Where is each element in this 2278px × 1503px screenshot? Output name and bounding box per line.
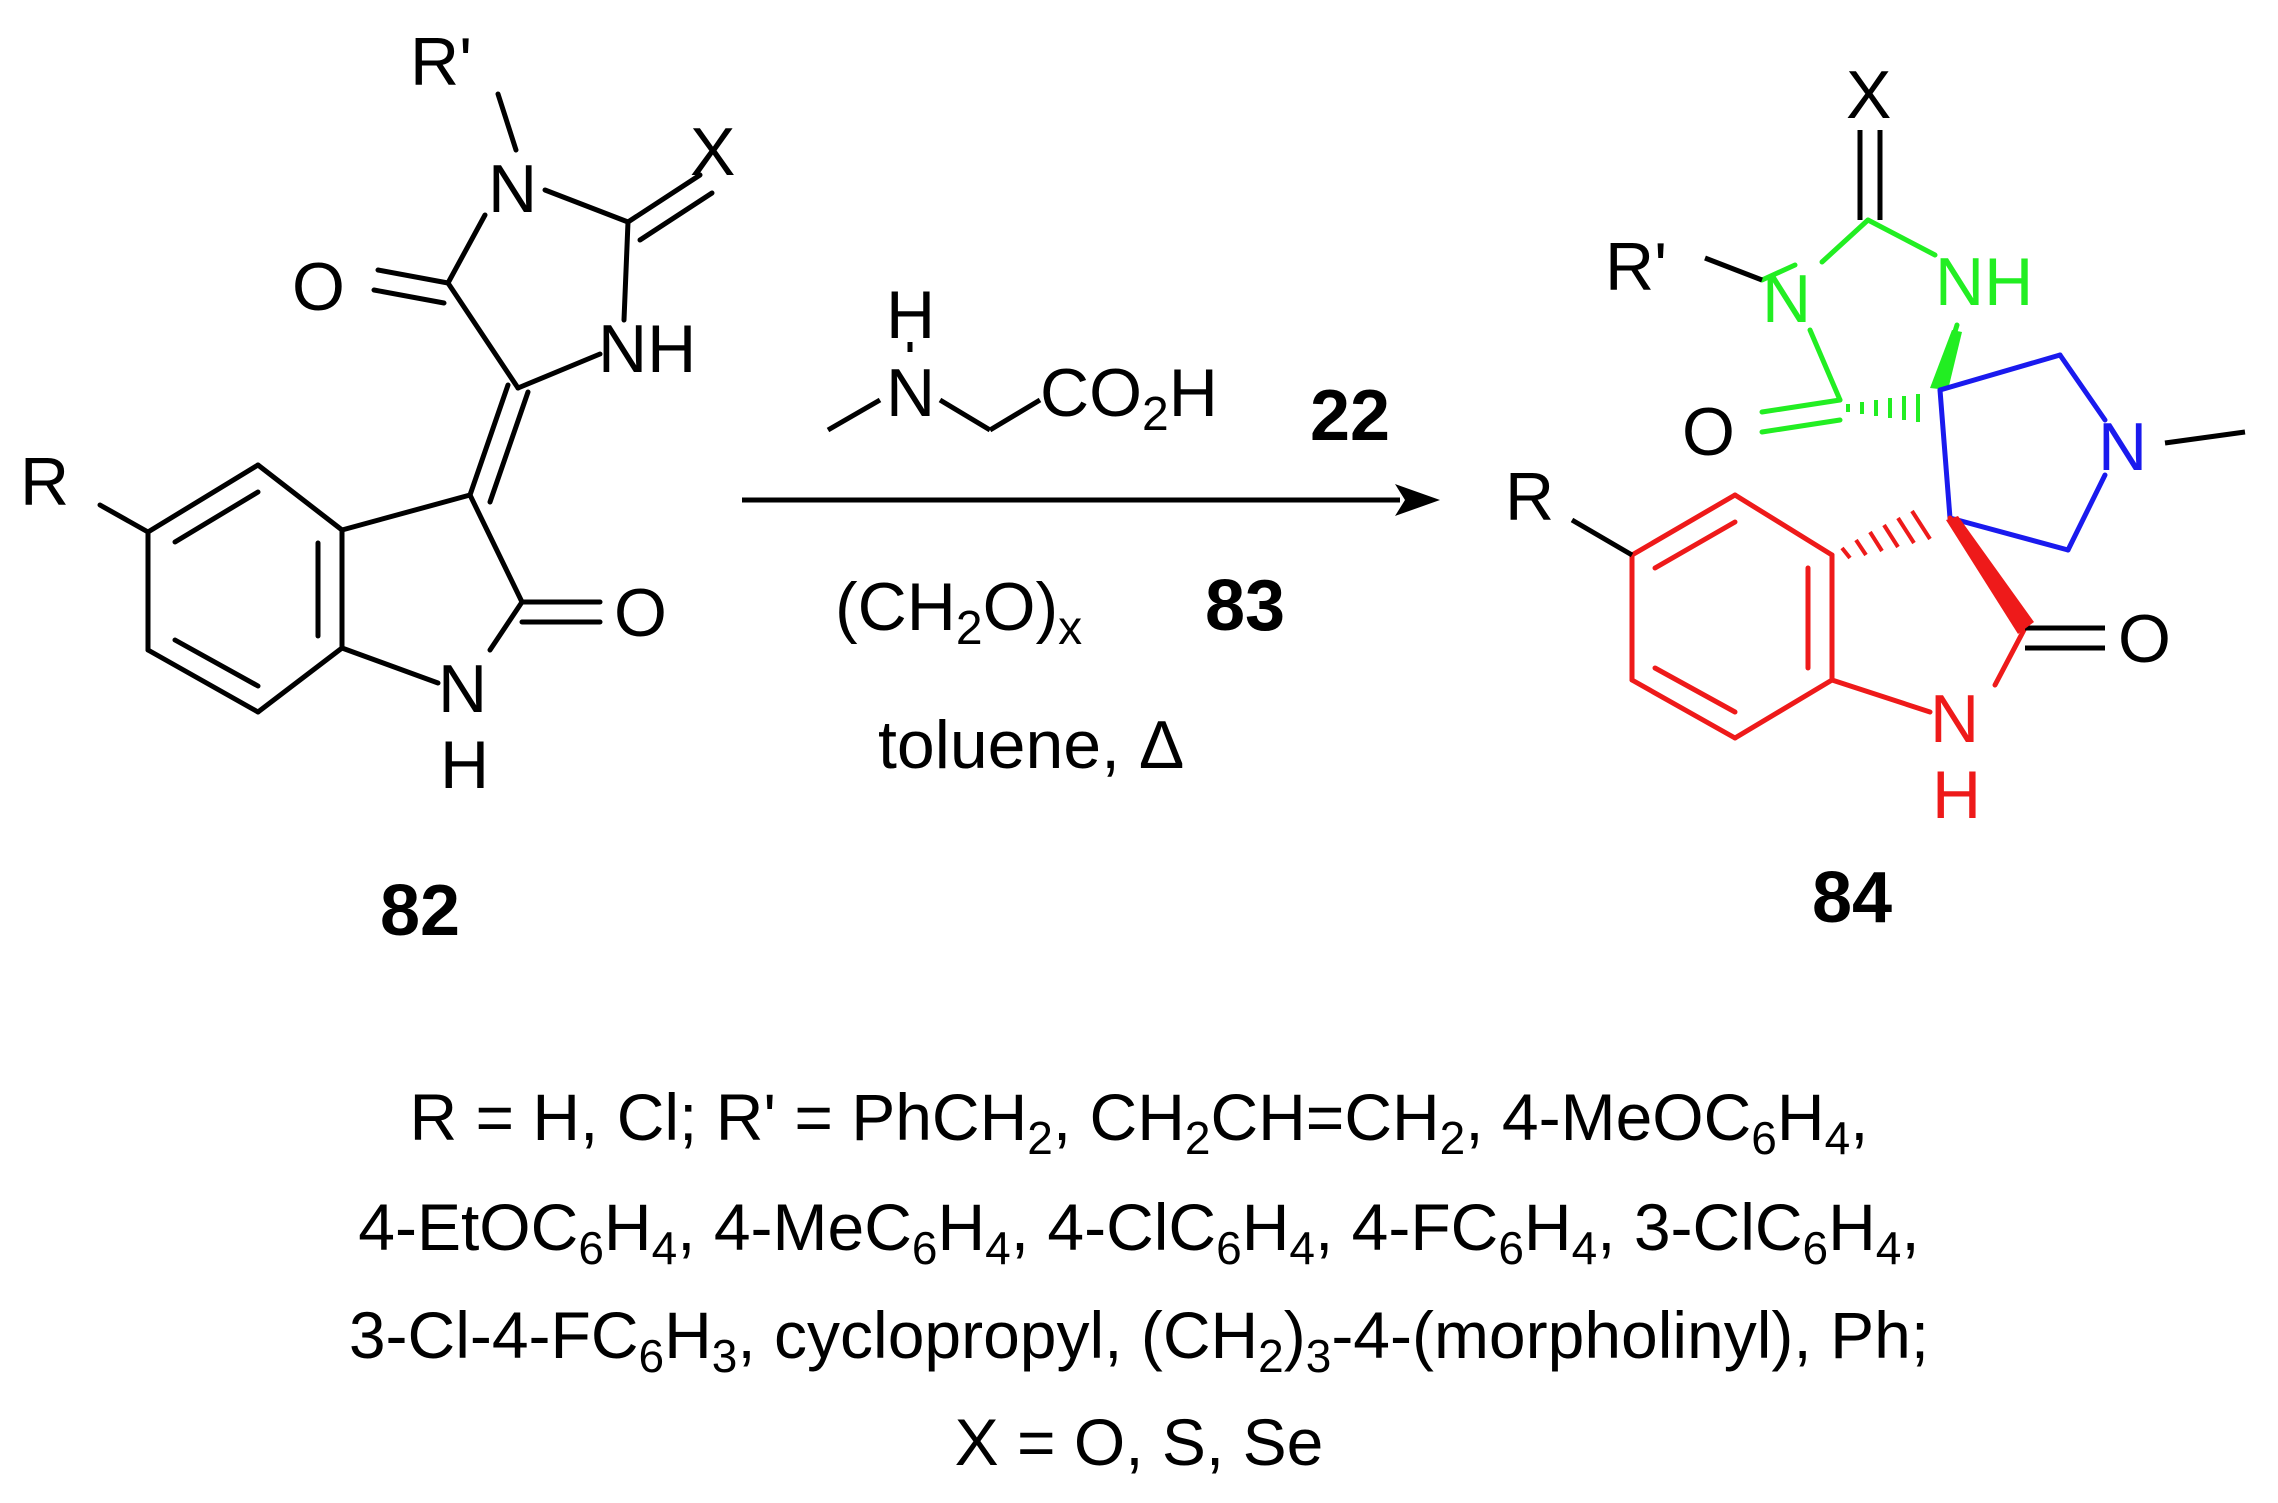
substituent-line-1: R = H, Cl; R' = PhCH2, CH2CH=CH2, 4-MeOC… xyxy=(410,1080,1869,1164)
sarcosine-n: N xyxy=(886,355,935,431)
product-thioxo-bond xyxy=(1704,130,2246,446)
o-lactam-label: O xyxy=(614,575,667,651)
substituent-segment: 4 xyxy=(985,1222,1011,1274)
paraformaldehyde: (CH2O)x xyxy=(835,569,1082,655)
substituent-line-3: 3-Cl-4-FC6H3, cyclopropyl, (CH2)3-4-(mor… xyxy=(349,1298,1929,1382)
product-n-pyrrolidine-label: N xyxy=(2098,409,2147,485)
compound-number-83: 83 xyxy=(1205,566,1285,646)
substituent-segment: 2 xyxy=(1258,1330,1284,1382)
substituent-segment: ) xyxy=(1284,1298,1306,1372)
n-lactam-label: N xyxy=(438,651,487,727)
sarcosine-h: H xyxy=(886,277,935,353)
substituent-segment: 4 xyxy=(1825,1112,1851,1164)
n-imide-label: N xyxy=(488,151,537,227)
product-r-label: R xyxy=(1505,459,1554,535)
product-lactam-carbonyl xyxy=(2025,625,2105,651)
reactant-82-labels: R R' X N O NH O N H 82 xyxy=(20,24,735,951)
substituent-segment: 2 xyxy=(1185,1112,1211,1164)
substituent-segment: 4 xyxy=(1876,1222,1902,1274)
product-hashed-wedge-red xyxy=(1840,509,1932,560)
substituent-segment: 6 xyxy=(1498,1222,1524,1274)
substituent-segment: 6 xyxy=(639,1330,665,1382)
substituent-segment: 6 xyxy=(1751,1112,1777,1164)
reagents-labels: H N CO2H 22 (CH2O)x 83 toluene, Δ xyxy=(835,277,1390,783)
h-lactam-label: H xyxy=(440,727,489,803)
product-bold-wedge-green xyxy=(1930,330,1962,390)
substituent-line-4: X = O, S, Se xyxy=(955,1405,1324,1479)
substituent-segment: 4 xyxy=(1289,1222,1315,1274)
product-n-imide-label: N xyxy=(1762,261,1811,337)
substituent-segment: X = O, S, Se xyxy=(955,1405,1324,1479)
compound-number-84: 84 xyxy=(1812,858,1892,938)
substituent-segment: 2 xyxy=(1440,1112,1466,1164)
substituent-segment: 6 xyxy=(1803,1222,1829,1274)
substituent-segment: H xyxy=(1828,1190,1876,1264)
substituent-segment: 3 xyxy=(1306,1330,1332,1382)
substituent-segment: , xyxy=(1901,1190,1919,1264)
product-r-bond xyxy=(1570,517,1634,558)
product-84-labels: X R' N NH O N R O N H 84 xyxy=(1505,57,2171,938)
substituent-segment: R = H, Cl; R' = PhCH xyxy=(410,1080,1028,1154)
substituent-segment: 3-Cl-4-FC xyxy=(349,1298,639,1372)
substituent-segment: 4 xyxy=(1572,1222,1598,1274)
substituent-segment: H xyxy=(604,1190,652,1264)
compound-number-82: 82 xyxy=(380,871,460,951)
x-label: X xyxy=(690,114,735,190)
nh-label: NH xyxy=(598,311,696,387)
substituent-segment: , 4-ClC xyxy=(1011,1190,1216,1264)
substituent-segment: H xyxy=(1777,1080,1825,1154)
substituent-segment: 6 xyxy=(1216,1222,1242,1274)
substituent-segment: 4 xyxy=(652,1222,678,1274)
substituent-list: R = H, Cl; R' = PhCH2, CH2CH=CH2, 4-MeOC… xyxy=(349,1080,1929,1479)
product-bold-wedge-red xyxy=(1946,516,2034,634)
substituent-segment: , xyxy=(1850,1080,1868,1154)
substituent-segment: 4-EtOC xyxy=(358,1190,578,1264)
sarcosine-structure xyxy=(826,342,1042,433)
product-o-imide-label: O xyxy=(1682,394,1735,470)
substituent-segment: , 4-FC xyxy=(1315,1190,1498,1264)
product-hashed-wedge-green xyxy=(1846,394,1920,422)
substituent-segment: -4-(morpholinyl), Ph; xyxy=(1331,1298,1929,1372)
substituent-segment: H xyxy=(664,1298,712,1372)
substituent-segment: H xyxy=(937,1190,985,1264)
r-prime-label: R' xyxy=(410,24,472,100)
product-x-label: X xyxy=(1846,57,1891,133)
substituent-segment: , cyclopropyl, (CH xyxy=(737,1298,1258,1372)
product-h-lactam-label: H xyxy=(1932,757,1981,833)
substituent-segment: 2 xyxy=(1027,1112,1053,1164)
reactant-82 xyxy=(97,91,715,715)
sarcosine-co2h: CO2H xyxy=(1040,355,1218,441)
o-imide-label: O xyxy=(292,249,345,325)
substituent-segment: CH=CH xyxy=(1210,1080,1439,1154)
substituent-segment: 6 xyxy=(578,1222,604,1274)
substituent-segment: 6 xyxy=(912,1222,938,1274)
substituent-segment: , 4-MeOC xyxy=(1465,1080,1751,1154)
product-pyrrolidine-ring xyxy=(1937,352,2108,553)
product-n-lactam-label: N xyxy=(1930,681,1979,757)
substituent-segment: 3 xyxy=(712,1330,738,1382)
substituent-segment: H xyxy=(1524,1190,1572,1264)
conditions: toluene, Δ xyxy=(878,707,1184,783)
substituent-segment: , CH xyxy=(1053,1080,1185,1154)
substituent-segment: H xyxy=(1242,1190,1290,1264)
substituent-segment: , 3-ClC xyxy=(1597,1190,1802,1264)
product-r-prime-label: R' xyxy=(1605,229,1667,305)
product-nh-label: NH xyxy=(1935,244,2033,320)
reaction-arrow xyxy=(742,484,1440,516)
compound-number-22: 22 xyxy=(1310,376,1390,456)
substituent-line-2: 4-EtOC6H4, 4-MeC6H4, 4-ClC6H4, 4-FC6H4, … xyxy=(358,1190,1919,1274)
substituent-segment: , 4-MeC xyxy=(677,1190,912,1264)
product-o-lactam-label: O xyxy=(2118,601,2171,677)
r-label: R xyxy=(20,444,69,520)
